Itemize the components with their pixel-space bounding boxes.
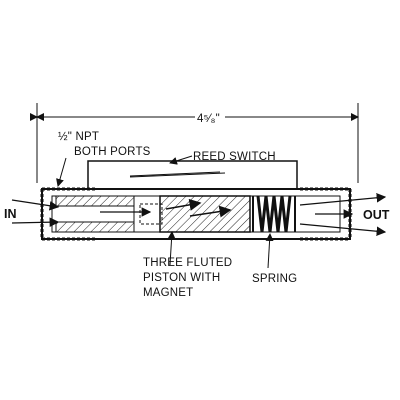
spring <box>252 195 296 233</box>
outlet-label: OUT <box>363 208 390 222</box>
reed-switch-leader <box>169 155 193 165</box>
reed-switch-label: REED SWITCH <box>193 151 276 163</box>
dimension-label: 4⁵⁄₈" <box>197 113 220 125</box>
inlet-port <box>55 195 135 233</box>
piston-label-line1: THREE FLUTED <box>143 257 232 269</box>
flow-arrows <box>11 193 387 236</box>
piston-label-line2: PISTON WITH <box>143 272 220 284</box>
piston-label-line3: MAGNET <box>143 287 193 299</box>
reed-switch-housing <box>87 160 298 190</box>
piston-leader <box>167 231 176 266</box>
ports-leader <box>56 157 67 187</box>
inlet-label: IN <box>4 207 17 221</box>
ports-label-line2: BOTH PORTS <box>74 146 151 158</box>
dimension-line <box>30 103 359 183</box>
spring-label: SPRING <box>252 273 297 285</box>
spring-leader <box>265 233 274 269</box>
fluted-piston <box>139 195 251 233</box>
ports-label-line1: ½" NPT <box>58 131 99 143</box>
reed-switch-element <box>129 172 226 178</box>
